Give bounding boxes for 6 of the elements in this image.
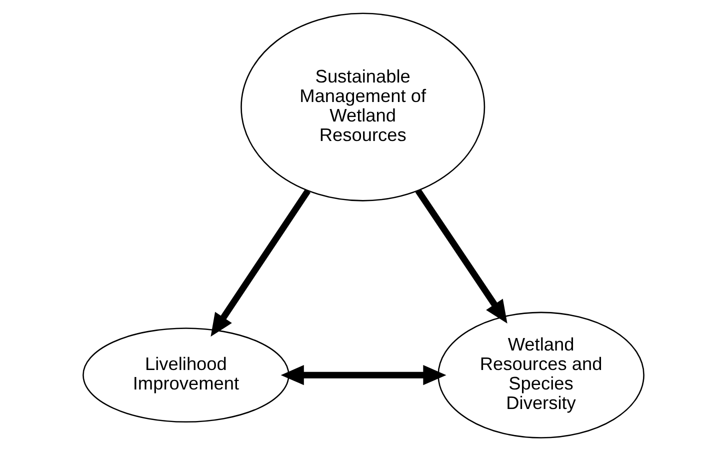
arrow: [280, 364, 446, 386]
arrow: [210, 189, 311, 337]
node-ellipse: Livelihood Improvement: [82, 328, 290, 423]
node-ellipse: Sustainable Management of Wetland Resources: [240, 12, 486, 202]
arrow: [415, 188, 508, 324]
node-ellipse: Wetland Resources and Species Diversity: [438, 312, 644, 438]
